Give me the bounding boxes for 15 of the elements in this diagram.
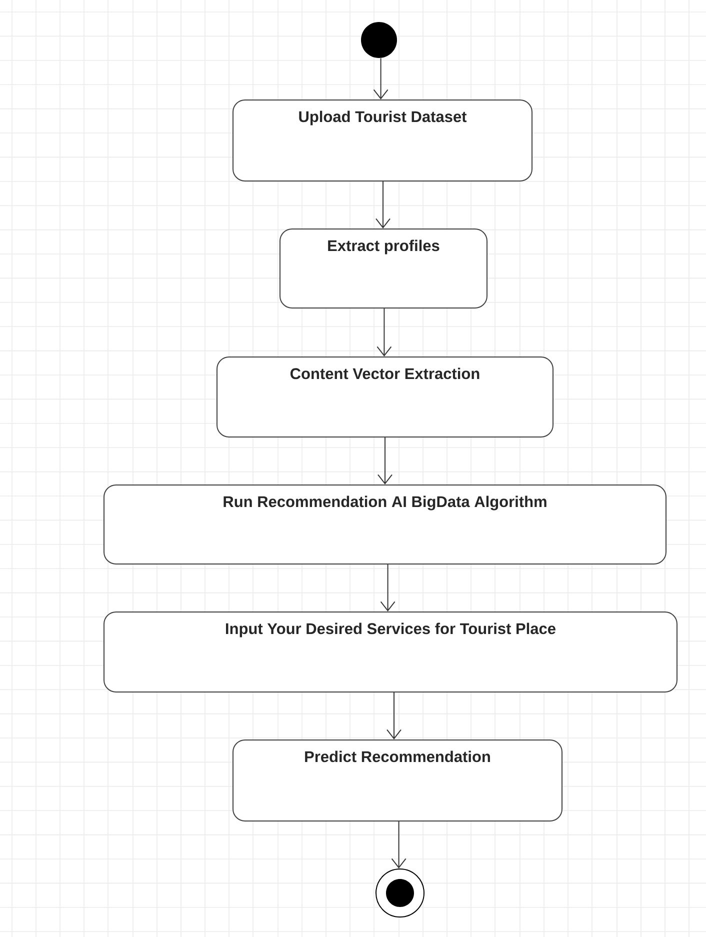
- action-box: Input Your Desired Services for Tourist Place: [104, 612, 678, 692]
- action-box: Run Recommendation AI BigData Algorithm: [104, 484, 666, 564]
- start-node: [361, 22, 397, 58]
- arrow: [391, 821, 406, 868]
- arrow: [376, 308, 392, 356]
- arrow: [373, 58, 388, 100]
- action-box: Content Vector Extraction: [216, 356, 554, 438]
- arrow: [376, 181, 390, 228]
- arrow: [386, 692, 402, 740]
- action-box: Predict Recommendation: [232, 740, 562, 822]
- arrow: [380, 564, 396, 612]
- arrow: [378, 437, 392, 484]
- end-node: [376, 868, 424, 918]
- action-box: Upload Tourist Dataset: [232, 100, 532, 182]
- action-box: Extract profiles: [280, 228, 488, 308]
